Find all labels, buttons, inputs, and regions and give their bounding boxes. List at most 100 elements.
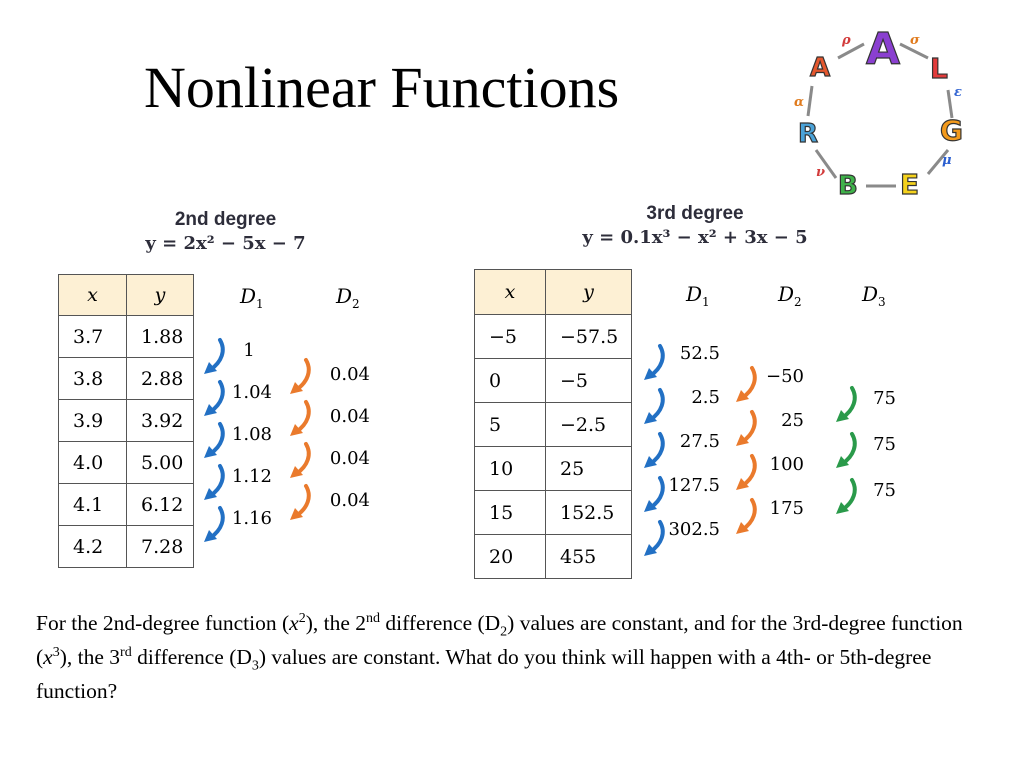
d-subscript: 1 [702,295,710,309]
left-d2-header: D2 [336,284,360,311]
logo-letter-g: G [940,114,963,147]
right-heading: 3rd degree y = 0.1x³ − x² + 3x − 5 [560,202,830,250]
cell-x: 4.0 [58,441,127,484]
cell-x: 15 [474,490,546,535]
algebra-logo: A L G E B R A ρ σ ε μ ν α [794,23,964,201]
d2-value: 175 [769,498,804,519]
left-d1-header: D1 [240,284,264,311]
logo-letter-b: B [838,171,858,201]
table-header-row: x y [474,269,632,315]
left-heading-title: 2nd degree [174,209,277,230]
cell-y: −57.5 [545,314,632,359]
para-text: ) values are constant, and for the 3rd-d… [36,611,963,669]
explanation-paragraph: For the 2nd-degree function (x2), the 2n… [36,606,1001,708]
left-d2-arrow [290,442,311,478]
d1-value: 302.5 [668,519,720,540]
para-ordinal: rd [120,644,132,660]
d2-value: 0.04 [329,490,370,511]
para-subscript: 2 [500,624,508,640]
left-d1-arrow [204,338,225,374]
cell-y: 25 [545,446,632,491]
d-subscript: 3 [878,295,886,309]
left-d1-arrow [204,422,225,458]
right-d2-arrow [736,366,757,402]
cell-y: 5.00 [126,441,194,484]
d2-value: 0.04 [329,448,370,469]
header-y: y [545,269,632,315]
d-subscript: 1 [256,297,264,311]
para-exponent: 3 [52,644,60,660]
logo-letter-r: R [798,119,818,149]
para-text: difference (D [380,611,501,635]
d1-value: 1.04 [231,382,272,403]
d1-value: 1.12 [231,466,272,487]
table-row: 0−5 [474,358,632,403]
cell-y: 2.88 [126,357,194,400]
cell-y: 1.88 [126,315,194,358]
logo-greek-sigma: σ [910,33,920,48]
d2-value: 25 [781,410,804,431]
left-d2-arrow [290,484,311,520]
d3-value: 75 [873,480,896,501]
d1-value: 127.5 [668,475,720,496]
cell-y: 6.12 [126,483,194,526]
d3-value: 75 [873,434,896,455]
right-d1-values: 52.5 2.5 27.5 127.5 302.5 [660,343,720,563]
d-label: D [336,284,353,308]
d1-value: 52.5 [679,343,720,364]
cell-x: 0 [474,358,546,403]
d2-value: −50 [766,366,804,387]
d1-value: 27.5 [679,431,720,452]
para-exponent: 2 [298,610,306,626]
d1-value: 2.5 [691,387,720,408]
d-subscript: 2 [794,295,802,309]
logo-greek-alpha: α [794,95,804,110]
logo-letter-l: L [930,52,948,85]
para-var: x [43,645,53,669]
d-subscript: 2 [352,297,360,311]
d2-value: 100 [769,454,804,475]
right-d2-values: −50 25 100 175 [756,366,804,542]
cell-x: 3.7 [58,315,127,358]
left-d2-values: 0.04 0.04 0.04 0.04 [322,364,370,532]
cell-y: 455 [545,534,632,579]
para-text: ), the 2 [305,611,366,635]
cell-y: 7.28 [126,525,194,568]
logo-greek-mu: μ [942,153,952,168]
d3-value: 75 [873,388,896,409]
right-d1-header: D1 [686,282,710,309]
left-d1-arrow [204,506,225,542]
d2-value: 0.04 [329,406,370,427]
cell-x: 20 [474,534,546,579]
page-title: Nonlinear Functions [144,55,620,120]
logo-arrows [806,42,954,188]
d-label: D [778,282,795,306]
cell-y: 3.92 [126,399,194,442]
right-d3-values: 75 75 75 [866,388,896,526]
logo-letter-a2: A [866,24,900,75]
right-d3-header: D3 [862,282,886,309]
logo-greek-epsilon: ε [954,85,962,100]
cell-y: −2.5 [545,402,632,447]
d1-value: 1.08 [231,424,272,445]
left-equation: y = 2x² − 5x − 7 [145,233,306,254]
right-d2-arrow [736,410,757,446]
logo-letter-a1: A [810,53,830,83]
header-x: x [58,274,127,316]
para-text: ), the 3 [59,645,121,669]
table-row: −5−57.5 [474,314,632,359]
left-d1-arrow [204,464,225,500]
right-equation: y = 0.1x³ − x² + 3x − 5 [582,227,808,248]
right-d3-arrow [836,432,857,468]
d2-value: 0.04 [329,364,370,385]
d-label: D [862,282,879,306]
para-ordinal: nd [366,610,380,626]
